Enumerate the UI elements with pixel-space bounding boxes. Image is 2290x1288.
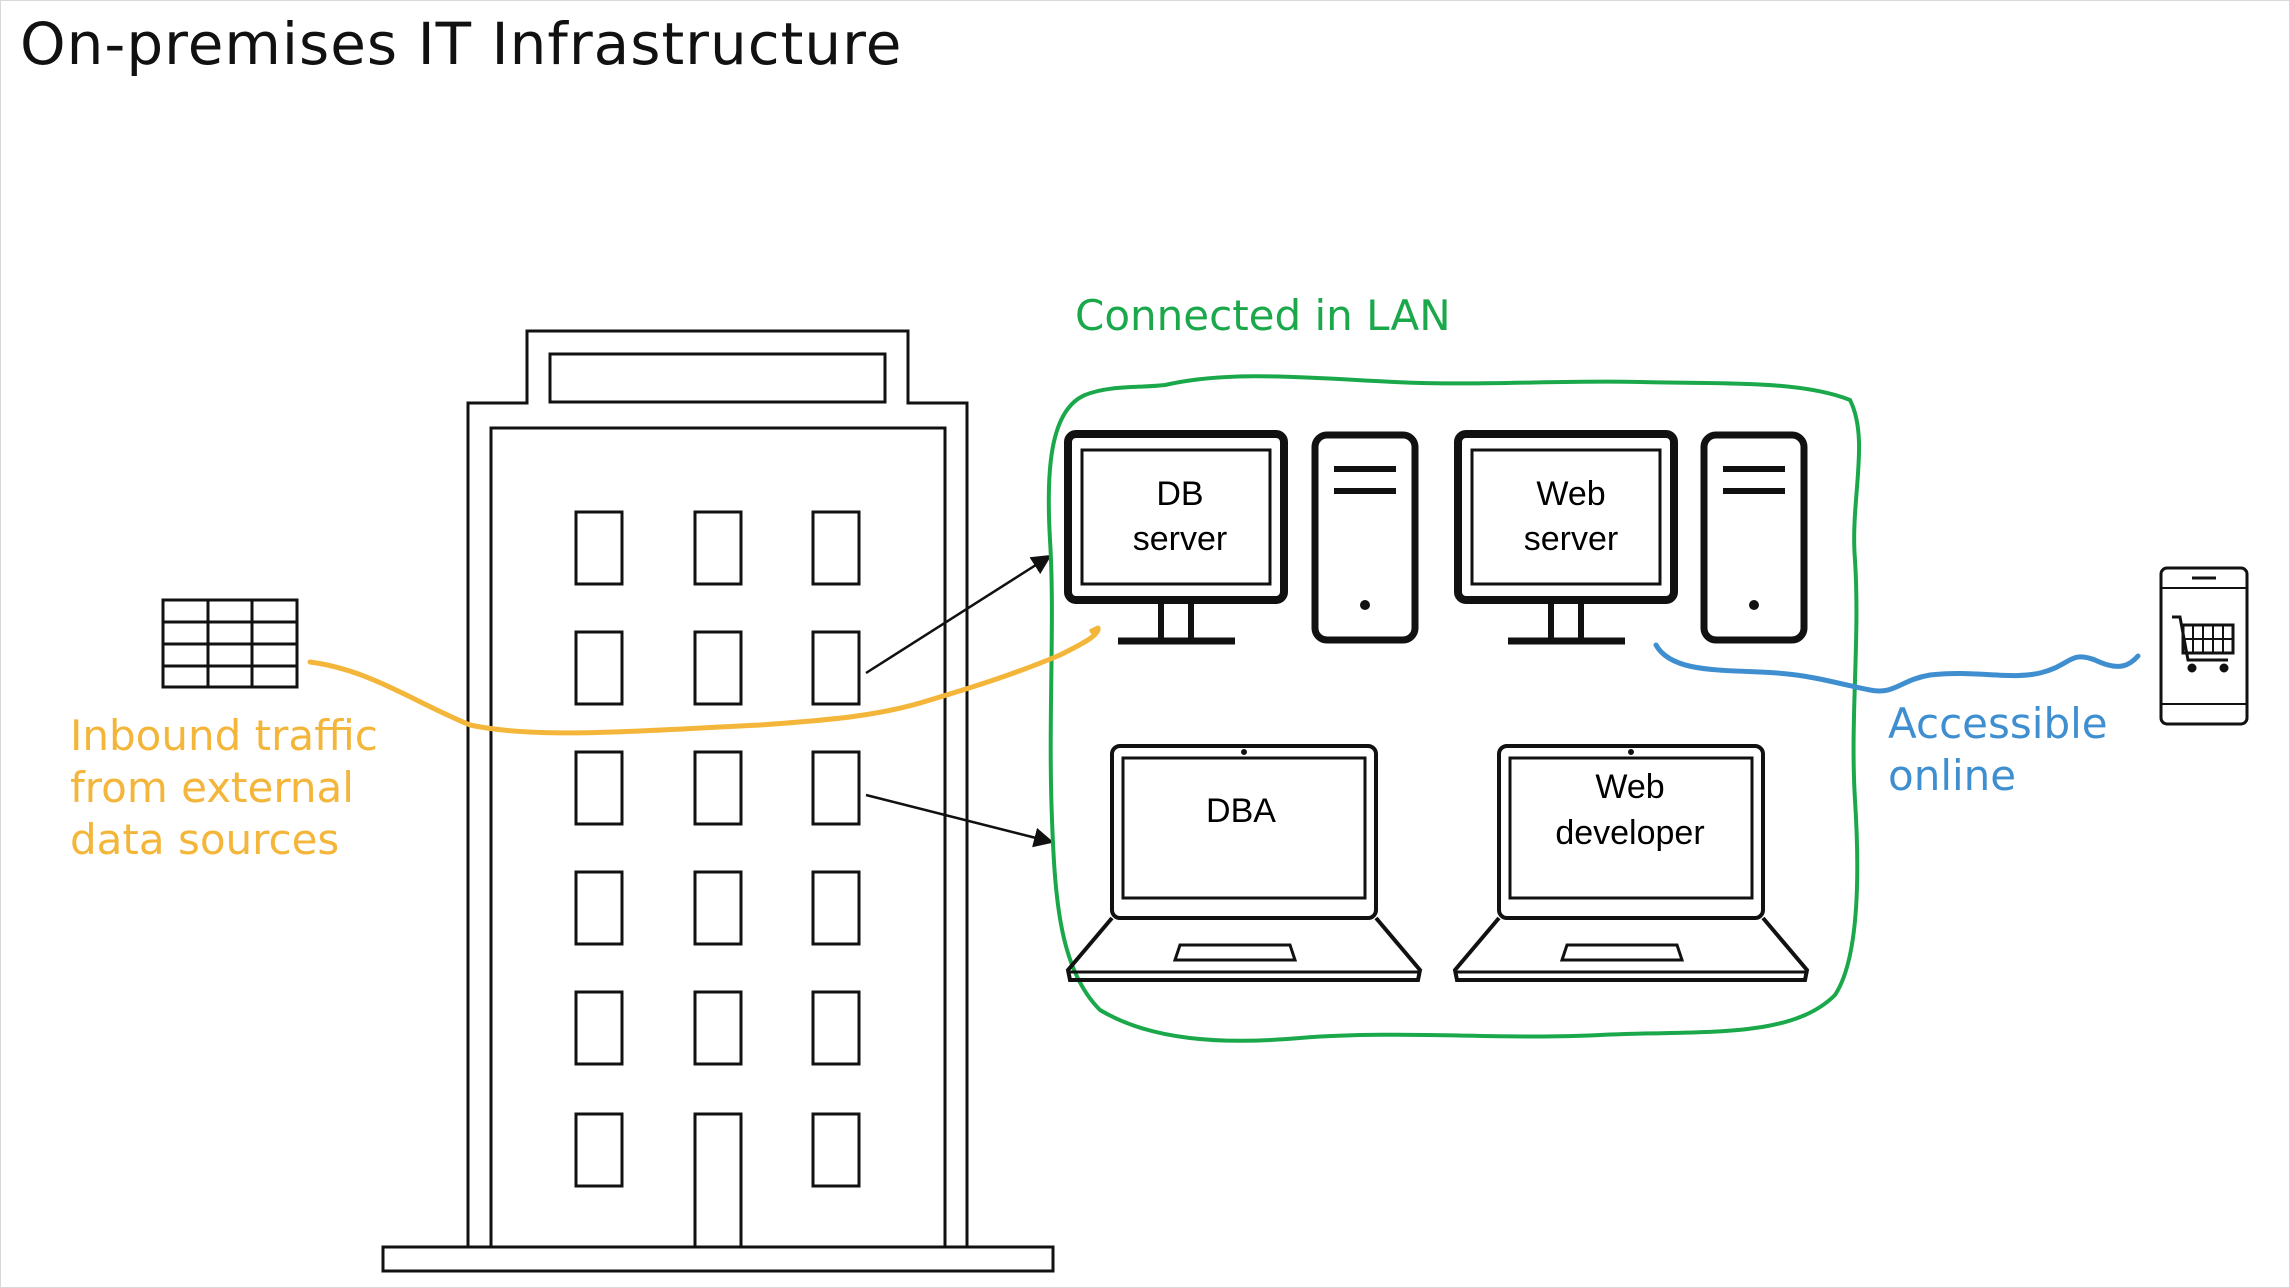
inbound-traffic-label: Inbound traffic from external data sourc… [70,710,378,866]
web-server-label-line-2: server [1524,520,1618,558]
db-server-label-line-1: DB [1156,475,1203,513]
page-title: On-premises IT Infrastructure [20,10,903,78]
laptop-icon: DBA [1065,744,1423,982]
online-label-line-2: online [1888,751,2017,800]
arrow-to-servers [865,554,1052,675]
server-tower-icon [1311,431,1419,644]
server-tower-icon [1700,431,1808,644]
laptop-icon: Web developer [1452,744,1810,982]
inbound-tail [1088,625,1100,635]
web-server-label-line-1: Web [1536,475,1605,513]
web-developer-label-line-1: Web [1595,768,1664,806]
inbound-label-line-1: Inbound traffic [70,711,378,760]
online-traffic-line [1653,642,2141,694]
inbound-traffic-line [307,625,1101,736]
web-developer-label-line-2: developer [1555,814,1704,852]
office-building-icon [381,329,1055,1273]
building-door [693,1112,743,1247]
accessible-online-label: Accessible online [1888,698,2108,802]
inbound-label-line-2: from external [70,763,354,812]
inbound-label-line-3: data sources [70,815,340,864]
mobile-shopping-cart-icon [2159,566,2249,726]
building-windows [574,510,861,1188]
db-server-label-line-2: server [1133,520,1227,558]
desktop-monitor-icon: Web server [1454,430,1678,645]
lan-label: Connected in LAN [1075,291,1451,340]
desktop-monitor-icon: DB server [1064,430,1288,645]
spreadsheet-icon [161,598,299,689]
lan-boundary [1046,374,1862,1043]
arrow-to-laptops [865,793,1054,848]
dba-label: DBA [1206,792,1276,830]
online-label-line-1: Accessible [1888,699,2108,748]
